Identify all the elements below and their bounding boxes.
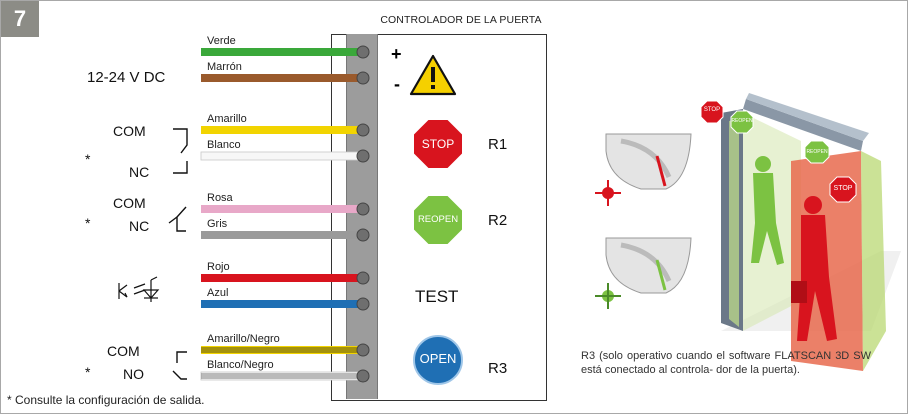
wire-label-amarillo-negro: Amarillo/Negro <box>207 333 280 345</box>
r3-no-label: NO <box>123 366 144 382</box>
r3-note: R3 (solo operativo cuando el software FL… <box>581 350 871 376</box>
test-label: TEST <box>415 287 459 306</box>
figure-number-badge: 7 <box>1 1 39 37</box>
illustration-stop-text-2: STOP <box>833 185 853 192</box>
reopen-sign-icon <box>412 194 464 246</box>
wire-verde <box>201 45 370 59</box>
relay-r3-contact-symbol <box>172 351 187 380</box>
footnote: * Consulte la configuración de salida. <box>7 393 205 407</box>
wire-label-verde: Verde <box>207 35 236 47</box>
wire-gris <box>201 228 370 242</box>
r2-nc-label: NC <box>129 218 150 234</box>
r3-com-label: COM <box>107 343 140 359</box>
wire-marron <box>201 71 370 85</box>
wire-amarillo <box>201 123 370 137</box>
reopen-sign-text: REOPEN <box>417 214 459 225</box>
power-label: 12-24 V DC <box>87 69 166 86</box>
wire-blanco-negro <box>200 369 370 383</box>
stop-sign-text: STOP <box>421 137 455 151</box>
wire-blanco <box>200 149 370 163</box>
optocoupler-symbol <box>118 276 160 302</box>
wire-azul <box>201 297 370 311</box>
door-scene-illustration <box>700 93 901 371</box>
sensor-stop-illustration <box>595 133 692 206</box>
r3-label: R3 <box>488 360 508 377</box>
r1-label: R1 <box>488 136 508 153</box>
illustration-reopen-text-2: REOPEN <box>806 149 828 155</box>
wire-label-marron: Marrón <box>207 61 242 73</box>
wire-label-azul: Azul <box>207 287 229 299</box>
r1-asterisk: * <box>85 151 91 167</box>
wire-amarillo-negro <box>201 343 370 357</box>
illustration-reopen-text-1: REOPEN <box>731 118 753 124</box>
wire-rosa <box>201 202 370 216</box>
wire-label-blanco-negro: Blanco/Negro <box>207 359 274 371</box>
r1-nc-label: NC <box>129 164 150 180</box>
plus-label: + <box>391 44 402 64</box>
r2-label: R2 <box>488 212 508 229</box>
warning-icon <box>409 54 457 96</box>
relay-r1-contact-symbol <box>173 128 188 174</box>
wire-rojo <box>201 271 370 285</box>
open-button-text: OPEN <box>419 351 457 366</box>
terminal-strip <box>346 34 378 399</box>
open-button-icon <box>413 335 463 385</box>
relay-r2-contact-symbol <box>168 206 187 232</box>
r3-asterisk: * <box>85 364 91 380</box>
r2-com-label: COM <box>113 195 146 211</box>
r2-asterisk: * <box>85 215 91 231</box>
r1-com-label: COM <box>113 123 146 139</box>
wire-label-gris: Gris <box>207 218 228 230</box>
minus-label: - <box>394 74 400 94</box>
wire-label-blanco: Blanco <box>207 139 241 151</box>
wire-label-amarillo: Amarillo <box>207 113 247 125</box>
stop-sign-icon <box>412 118 464 170</box>
wire-label-rosa: Rosa <box>207 192 233 204</box>
controller-title: CONTROLADOR DE LA PUERTA <box>380 14 542 26</box>
illustration-stop-text-1: STOP <box>703 107 721 113</box>
wire-label-rojo: Rojo <box>207 261 230 273</box>
sensor-reopen-illustration <box>595 237 692 309</box>
